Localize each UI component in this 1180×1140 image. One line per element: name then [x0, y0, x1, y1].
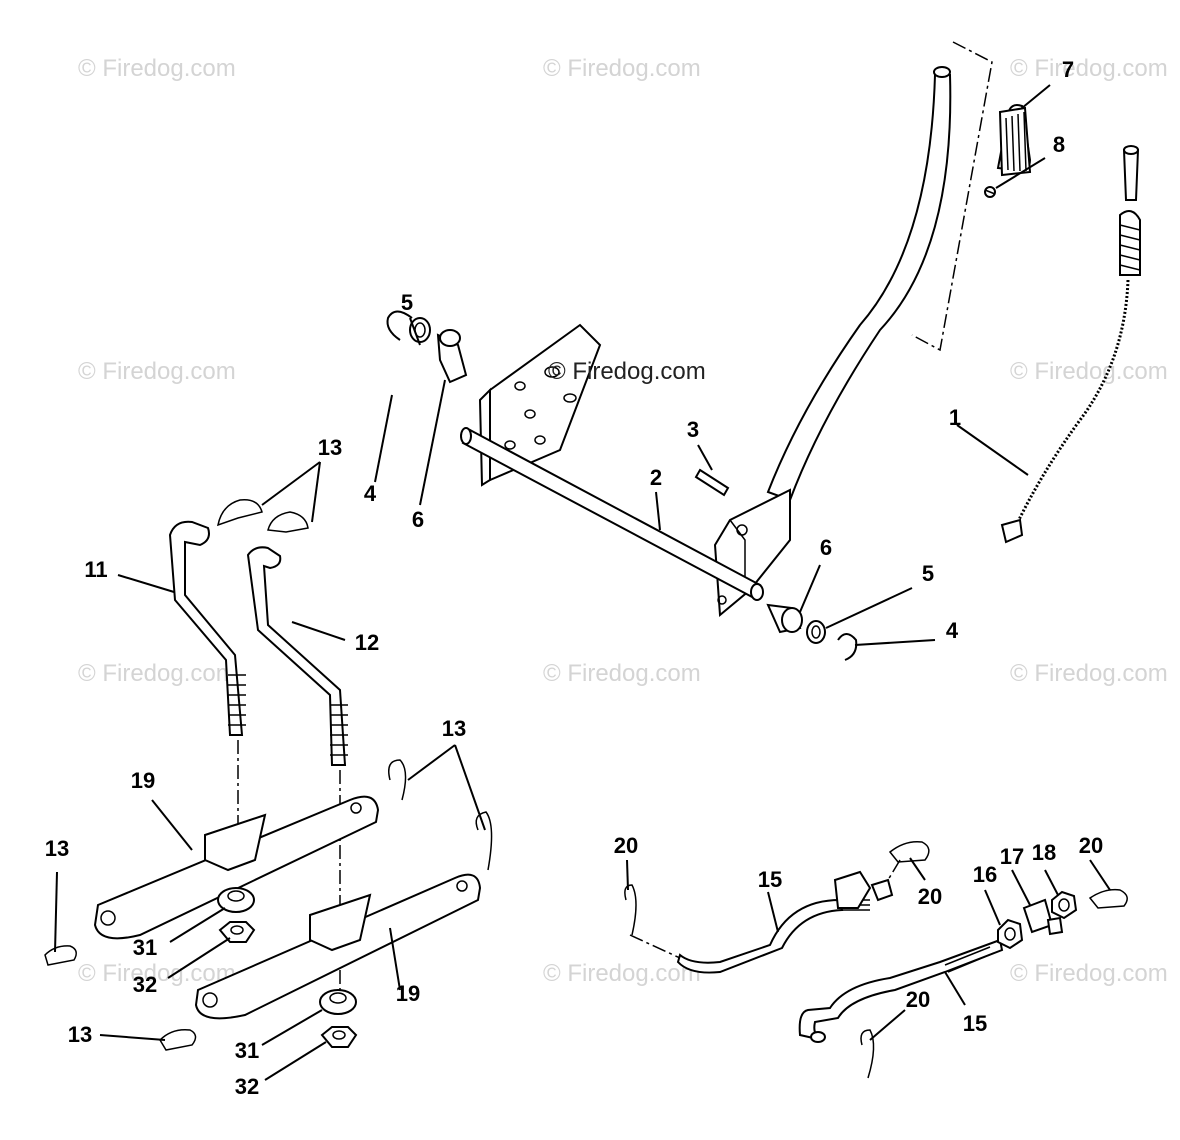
- callout-6: 6: [819, 535, 833, 560]
- callout-1: 1: [948, 405, 962, 430]
- grip-screw: [984, 186, 996, 198]
- callout-8: 8: [1052, 132, 1066, 157]
- hairpin-clip-13: [44, 499, 493, 1051]
- lift-link-12: [246, 546, 348, 766]
- watermark: © Firedog.com: [78, 358, 236, 385]
- watermark: © Firedog.com: [1010, 358, 1168, 385]
- callout-18: 18: [1031, 840, 1057, 865]
- lift-handle: [713, 66, 952, 618]
- callout-31: 31: [132, 935, 158, 960]
- watermark: © Firedog.com: [78, 960, 236, 987]
- mounting-plate: [478, 323, 602, 487]
- callout-11: 11: [84, 557, 108, 582]
- watermark: © Firedog.com: [1010, 960, 1168, 987]
- callout-16: 16: [972, 862, 998, 887]
- watermark: © Firedog.com: [543, 55, 701, 82]
- roll-pin: [694, 468, 730, 497]
- callout-13: 13: [67, 1022, 93, 1047]
- callout-19: 19: [130, 768, 156, 793]
- bushing-right: [766, 603, 803, 634]
- callout-4: 4: [945, 618, 959, 643]
- nut-18: [1051, 890, 1078, 920]
- callout-20: 20: [613, 833, 639, 858]
- leader-lines: [54, 84, 1111, 1081]
- bushing-31-upper: [217, 887, 255, 913]
- callout-12: 12: [354, 630, 380, 655]
- watermark: © Firedog.com: [78, 55, 236, 82]
- callout-7: 7: [1061, 57, 1075, 82]
- callout-13: 13: [441, 716, 467, 741]
- callout-19: 19: [395, 981, 421, 1006]
- watermark: © Firedog.com: [1010, 55, 1168, 82]
- lift-link-11: [168, 520, 246, 736]
- lift-arm-lower: [194, 873, 482, 1020]
- watermark: © Firedog.com: [543, 660, 701, 687]
- callout-5: 5: [921, 561, 935, 586]
- e-clip-right: [837, 633, 858, 661]
- trunnion-block-17: [1022, 898, 1064, 936]
- adjusting-rod-upper: [676, 870, 894, 974]
- callout-15: 15: [757, 867, 783, 892]
- callout-2: 2: [649, 465, 663, 490]
- callout-32: 32: [234, 1074, 260, 1099]
- grip-phantom-outline: [911, 41, 993, 352]
- handle-grip: [996, 104, 1032, 177]
- callout-20: 20: [905, 987, 931, 1012]
- watermark: © Firedog.com: [78, 660, 236, 687]
- callout-32: 32: [132, 972, 158, 997]
- callout-5: 5: [400, 290, 414, 315]
- assembly-axis: [887, 859, 901, 881]
- watermark: © Firedog.com: [543, 960, 701, 987]
- bushing-left: [436, 329, 468, 384]
- callout-15: 15: [962, 1011, 988, 1036]
- assembly-axis: [629, 934, 681, 959]
- washer-left: [409, 317, 431, 343]
- callout-20: 20: [1078, 833, 1104, 858]
- washer-right: [806, 620, 826, 644]
- lift-arm-upper: [93, 795, 380, 940]
- callout-20: 20: [917, 884, 943, 909]
- callout-17: 17: [999, 844, 1025, 869]
- bushing-31-lower: [319, 989, 357, 1015]
- nut-32-lower: [320, 1026, 358, 1048]
- callout-6: 6: [411, 507, 425, 532]
- watermark-center: © Firedog.com: [548, 358, 706, 385]
- callout-13: 13: [317, 435, 343, 460]
- lift-cable: [1000, 145, 1141, 544]
- nut-16: [997, 918, 1024, 950]
- hairpin-clip-20: [624, 840, 1128, 1079]
- adjusting-rod-lower: [798, 938, 1004, 1043]
- callout-31: 31: [234, 1038, 260, 1063]
- e-clip-left: [386, 310, 413, 341]
- nut-32-upper: [218, 921, 256, 943]
- callout-4: 4: [363, 481, 377, 506]
- lift-shaft: [460, 427, 764, 601]
- callout-3: 3: [686, 417, 700, 442]
- watermark: © Firedog.com: [1010, 660, 1168, 687]
- callout-13: 13: [44, 836, 70, 861]
